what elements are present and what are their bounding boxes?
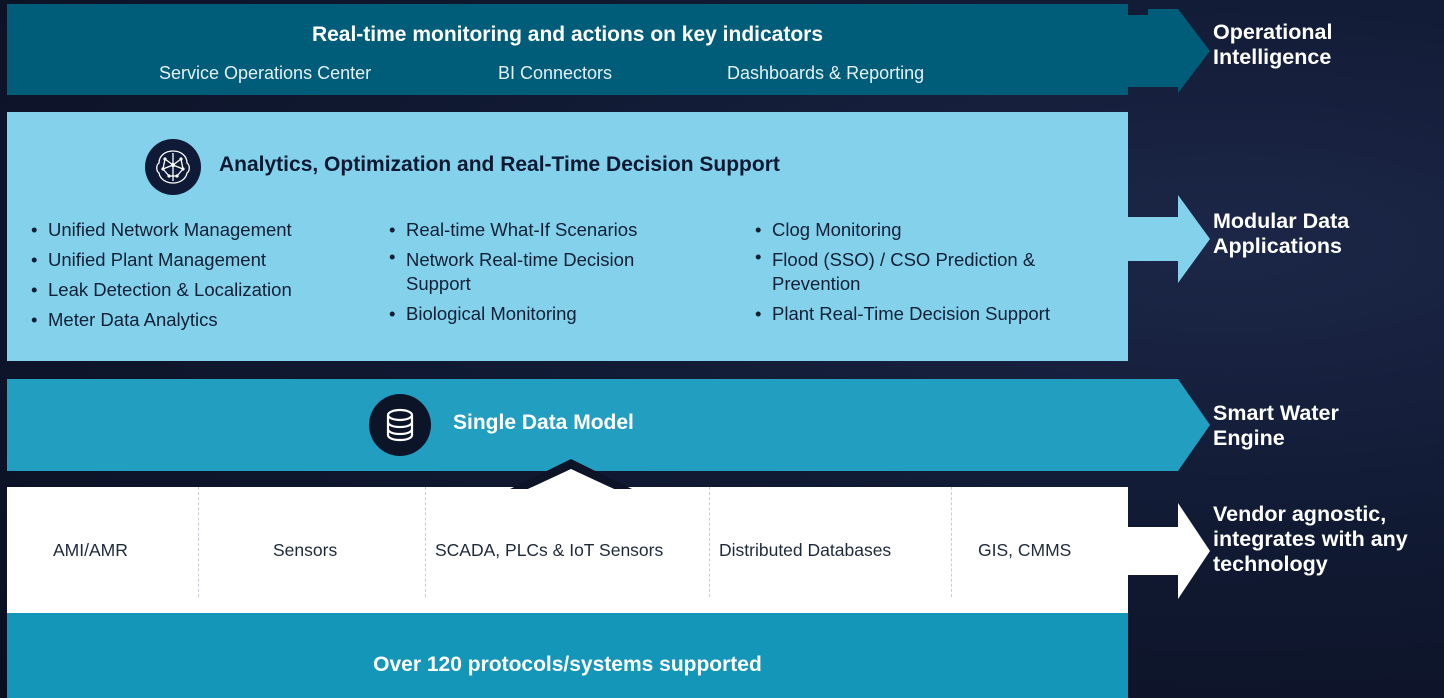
divider — [951, 487, 952, 597]
data-sources-layer: AMI/AMR Sensors SCADA, PLCs & IoT Sensor… — [7, 487, 1128, 613]
divider — [709, 487, 710, 597]
source-ami-amr: AMI/AMR — [53, 540, 128, 560]
database-icon — [369, 394, 431, 456]
modular-data-applications-layer: Analytics, Optimization and Real-Time De… — [7, 112, 1128, 361]
list-item: Network Real-time Decision Support — [389, 245, 689, 299]
operational-intelligence-layer: Real-time monitoring and actions on key … — [7, 4, 1128, 95]
arrow-right-icon — [1128, 195, 1210, 283]
operational-layer-title: Real-time monitoring and actions on key … — [311, 23, 824, 46]
list-item: Unified Plant Management — [31, 245, 292, 275]
smart-water-engine-layer: Single Data Model — [7, 379, 1128, 471]
arrow-right-icon — [1128, 503, 1210, 599]
list-item: Real-time What-If Scenarios — [389, 215, 689, 245]
source-gis-cmms: GIS, CMMS — [978, 540, 1072, 560]
arrow-right-icon — [1128, 379, 1210, 471]
list-item: Leak Detection & Localization — [31, 275, 292, 305]
neural-network-icon — [145, 139, 201, 195]
list-item: Meter Data Analytics — [31, 305, 292, 335]
bi-connectors-label: BI Connectors — [498, 63, 613, 83]
list-item: Clog Monitoring — [755, 215, 1055, 245]
divider — [198, 487, 199, 597]
engine-layer-title: Single Data Model — [453, 411, 634, 434]
divider — [425, 487, 426, 597]
applications-column-1: Unified Network Management Unified Plant… — [31, 215, 292, 335]
protocols-layer-title: Over 120 protocols/systems supported — [373, 653, 762, 676]
applications-column-2: Real-time What-If Scenarios Network Real… — [389, 215, 689, 329]
upward-chevron-icon — [510, 459, 632, 489]
arrow-right-icon — [1128, 9, 1210, 93]
applications-layer-title: Analytics, Optimization and Real-Time De… — [219, 153, 780, 176]
source-sensors: Sensors — [273, 540, 338, 560]
protocols-layer: Over 120 protocols/systems supported — [7, 613, 1128, 698]
list-item: Biological Monitoring — [389, 299, 689, 329]
service-operations-center-label: Service Operations Center — [159, 63, 372, 83]
side-label-modular-data-applications: Modular Data Applications — [1213, 209, 1350, 258]
side-label-operational-intelligence: Operational Intelligence — [1213, 20, 1333, 69]
side-label-vendor-agnostic: Vendor agnostic, integrates with any tec… — [1213, 502, 1408, 576]
side-label-smart-water-engine: Smart Water Engine — [1213, 401, 1339, 450]
list-item: Plant Real-Time Decision Support — [755, 299, 1055, 329]
list-item: Unified Network Management — [31, 215, 292, 245]
applications-column-3: Clog Monitoring Flood (SSO) / CSO Predic… — [755, 215, 1055, 329]
source-distributed-databases: Distributed Databases — [719, 540, 892, 560]
dashboards-reporting-label: Dashboards & Reporting — [727, 63, 925, 83]
list-item: Flood (SSO) / CSO Prediction & Preventio… — [755, 245, 1055, 299]
source-scada: SCADA, PLCs & IoT Sensors — [435, 540, 664, 560]
